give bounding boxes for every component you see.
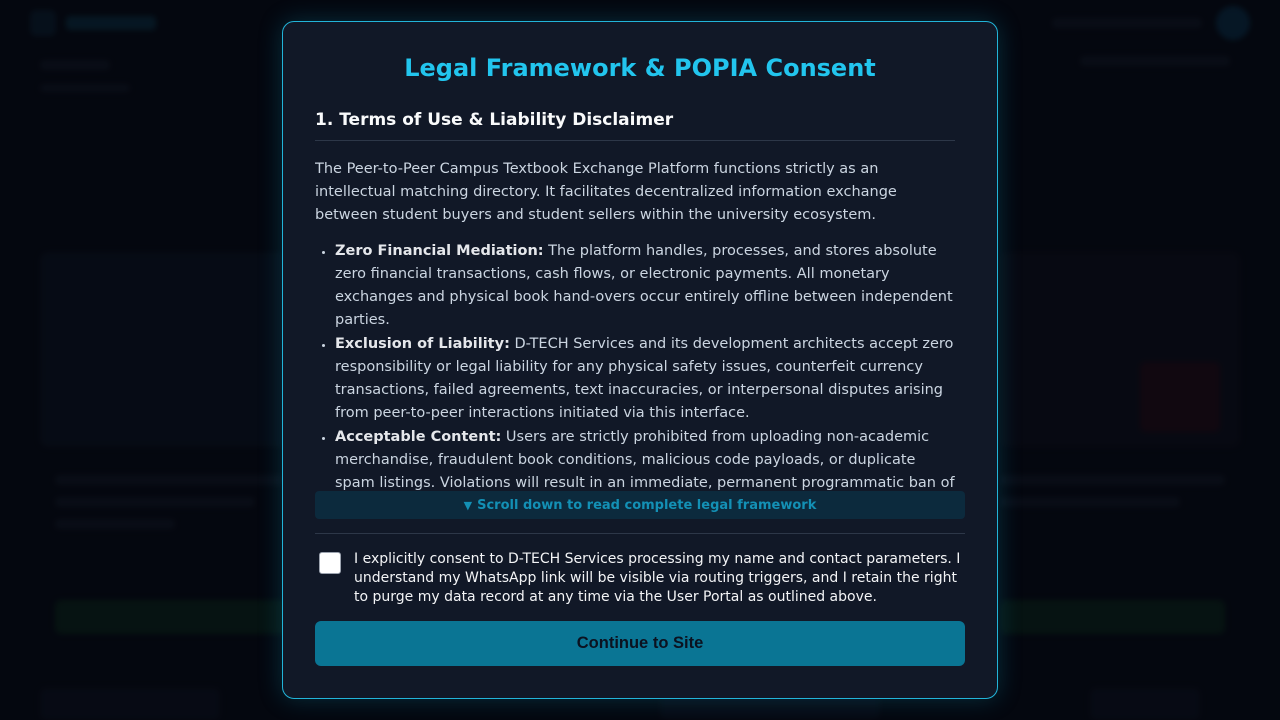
term-text: D-TECH Services and its development arch… [335,336,954,421]
consent-row: I explicitly consent to D-TECH Services … [319,550,965,607]
scroll-hint-text: Scroll down to read complete legal frame… [477,497,817,513]
list-item: Zero Financial Mediation: The platform h… [335,240,955,332]
term-label: Acceptable Content: [335,429,502,445]
terms-list: Zero Financial Mediation: The platform h… [315,240,955,495]
consent-checkbox[interactable] [319,552,341,574]
scroll-hint: ▼ Scroll down to read complete legal fra… [315,491,965,519]
divider [315,533,965,534]
legal-text-scroll-region[interactable]: 1. Terms of Use & Liability Disclaimer T… [315,106,955,501]
section-heading: 1. Terms of Use & Liability Disclaimer [315,108,955,141]
term-text: The platform handles, processes, and sto… [335,243,953,328]
term-label: Exclusion of Liability: [335,336,510,352]
continue-button[interactable]: Continue to Site [315,621,965,666]
term-label: Zero Financial Mediation: [335,243,544,259]
list-item: Exclusion of Liability: D-TECH Services … [335,333,955,425]
list-item: Acceptable Content: Users are strictly p… [335,426,955,495]
legal-consent-modal: Legal Framework & POPIA Consent 1. Terms… [282,21,998,699]
term-text: Users are strictly prohibited from uploa… [335,429,955,491]
intro-paragraph: The Peer-to-Peer Campus Textbook Exchang… [315,161,897,223]
chevron-down-icon: ▼ [463,498,473,512]
consent-label[interactable]: I explicitly consent to D-TECH Services … [354,551,961,605]
modal-title: Legal Framework & POPIA Consent [404,54,876,82]
